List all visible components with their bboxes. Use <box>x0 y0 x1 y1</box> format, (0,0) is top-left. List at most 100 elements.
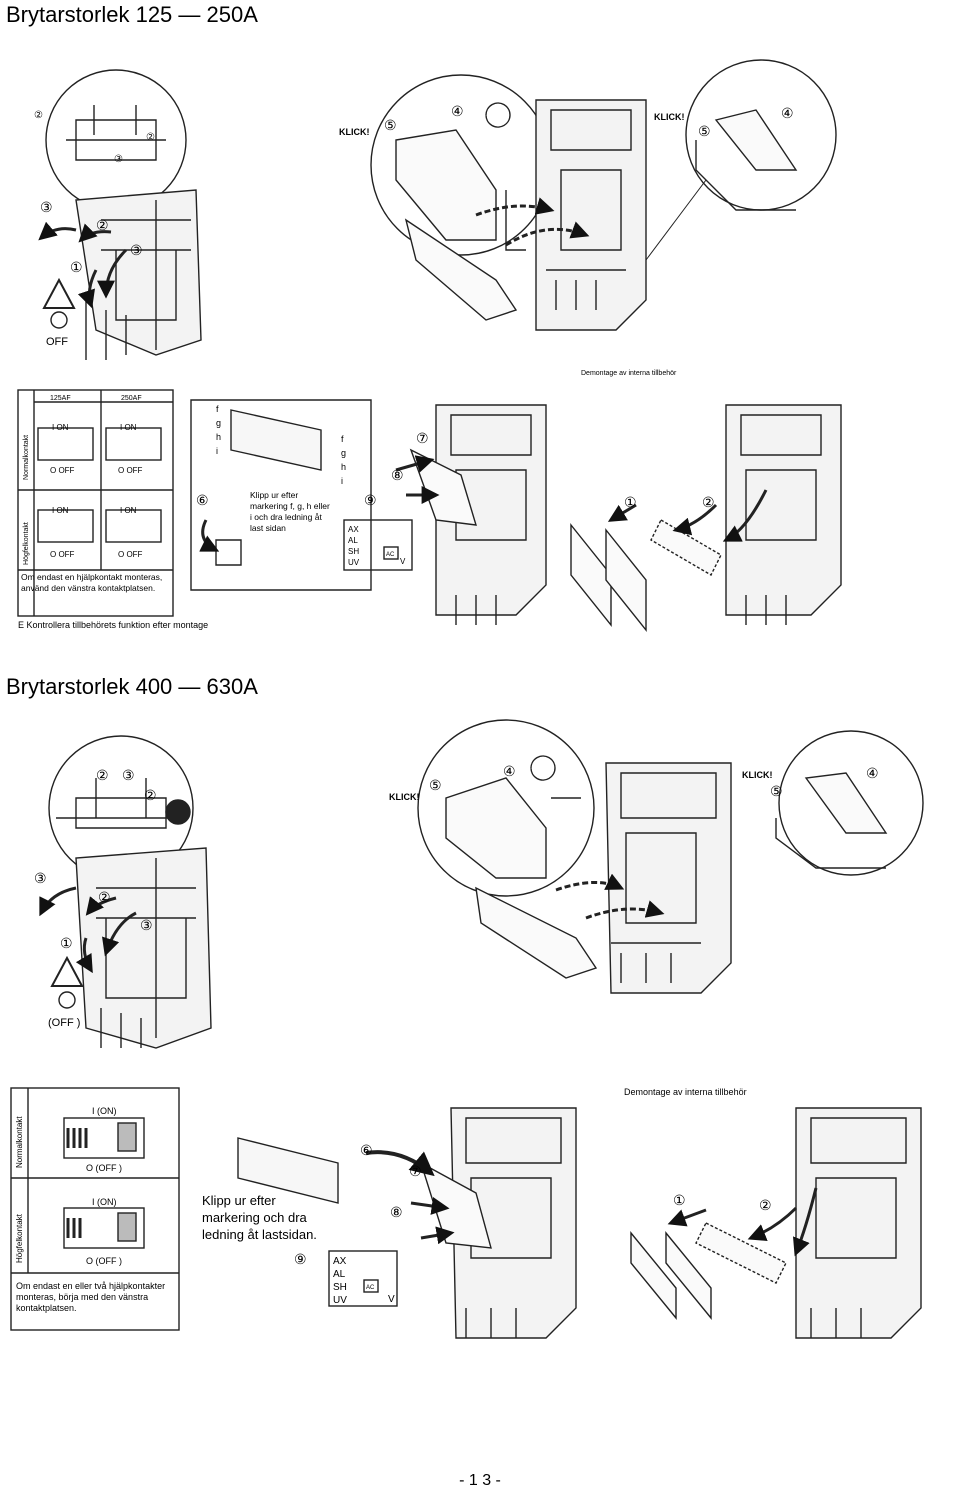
cut-letter: i <box>216 446 218 456</box>
page-number: - 1 3 - <box>459 1472 501 1489</box>
on-label: I ON <box>52 423 69 432</box>
cut-letter: g <box>216 418 221 428</box>
breaker-removal-illustration <box>570 404 842 632</box>
off-label: O OFF <box>118 466 143 475</box>
col-250af: 250AF <box>121 395 142 402</box>
sh-label: SH <box>333 1282 347 1293</box>
step-9: ⑨ <box>364 492 377 508</box>
ax-label: AX <box>348 525 359 534</box>
cut-letter: f <box>216 404 219 414</box>
step-3: ③ <box>34 870 47 886</box>
row-normalkontakt: Normalkontakt <box>15 1116 24 1168</box>
on-label: I ON <box>120 423 137 432</box>
step-6: ⑥ <box>360 1142 373 1158</box>
magnifier-mid <box>370 74 552 256</box>
row-hogfelkontakt: Högfelkontakt <box>15 1213 24 1263</box>
cut-letter: i <box>341 476 343 486</box>
step-5: ⑤ <box>698 123 711 139</box>
off-label: O OFF <box>50 466 75 475</box>
step-1: ① <box>624 494 637 510</box>
cut-instruction: Klipp ur efter markering och dra ledning… <box>202 1193 317 1242</box>
breaker-left-illustration <box>39 735 212 1049</box>
contact-table-400-630 <box>10 1087 180 1331</box>
table-note: Om endast en hjälpkontakt monteras, anvä… <box>21 572 162 593</box>
cut-letter: h <box>216 432 221 442</box>
off-label: O (OFF ) <box>86 1163 122 1173</box>
magnifier-mid <box>417 719 595 897</box>
off-label: O OFF <box>118 550 143 559</box>
step-2: ② <box>146 132 155 143</box>
section-title-400-630: Brytarstorlek 400 — 630A <box>6 674 258 699</box>
step-4: ④ <box>866 765 879 781</box>
step-3: ③ <box>114 154 123 165</box>
on-label: I ON <box>120 506 137 515</box>
uv-label: UV <box>348 558 360 567</box>
step-1: ① <box>60 935 73 951</box>
step-8: ⑧ <box>390 1204 403 1220</box>
on-label: I (ON) <box>92 1106 117 1116</box>
cut-callout <box>237 1137 339 1204</box>
row-hogfelkontakt: Högfelkontakt <box>23 522 30 565</box>
step-5: ⑤ <box>770 783 783 799</box>
step-9: ⑨ <box>294 1251 307 1267</box>
step-1: ① <box>673 1192 686 1208</box>
step-2: ② <box>702 494 715 510</box>
step-2: ② <box>96 217 109 233</box>
col-125af: 125AF <box>50 395 71 402</box>
off-label: O OFF <box>50 550 75 559</box>
footnote: E Kontrollera tillbehörets funktion efte… <box>18 620 208 630</box>
step-4: ④ <box>503 763 516 779</box>
step-2: ② <box>759 1197 772 1213</box>
off-label: O (OFF ) <box>86 1256 122 1266</box>
step-4: ④ <box>781 105 794 121</box>
cut-instruction: Klipp ur efter markering f, g, h eller i… <box>250 490 330 533</box>
breaker-center-illustration <box>404 99 647 331</box>
ac-label: AC <box>366 1285 375 1291</box>
step-3: ③ <box>130 242 143 258</box>
al-label: AL <box>348 536 358 545</box>
breaker-center-illustration <box>475 762 732 994</box>
v-label: V <box>400 557 406 566</box>
step-4: ④ <box>451 103 464 119</box>
on-label: I ON <box>52 506 69 515</box>
v-label: V <box>388 1294 395 1305</box>
step-3: ③ <box>40 199 53 215</box>
ax-label: AX <box>333 1256 347 1267</box>
step-6: ⑥ <box>196 492 209 508</box>
table-note: Om endast en eller två hjälpkontakter mo… <box>16 1281 165 1313</box>
step-7: ⑦ <box>416 430 429 446</box>
step-2: ② <box>34 110 43 121</box>
step-7: ⑦ <box>409 1163 422 1179</box>
step-1: ① <box>70 259 83 275</box>
step-8: ⑧ <box>391 467 404 483</box>
step-3: ③ <box>122 767 135 783</box>
breaker-left-illustration <box>38 69 202 360</box>
klick-label: KLICK! <box>654 112 685 122</box>
warning-icon <box>50 955 84 1009</box>
cut-callout <box>190 399 372 591</box>
section-title-125-250: Brytarstorlek 125 — 250A <box>6 2 258 27</box>
cut-letter: f <box>341 434 344 444</box>
diagram-125-250: ② ② ③ ③ ② ③ ① OFF KLICK! ⑤ ④ KLICK! ⑤ ④ … <box>6 50 854 666</box>
breaker-removal-illustration <box>630 1107 922 1339</box>
off-label: (OFF ) <box>48 1017 80 1029</box>
magnifier-right <box>775 730 924 876</box>
step-2: ② <box>98 889 111 905</box>
warning-icon <box>42 277 76 329</box>
ac-label: AC <box>386 552 395 558</box>
breaker-assembly-illustration <box>343 404 547 625</box>
step-5: ⑤ <box>429 777 442 793</box>
uv-label: UV <box>333 1295 347 1306</box>
klick-label: KLICK! <box>339 127 370 137</box>
step-5: ⑤ <box>384 117 397 133</box>
sh-label: SH <box>348 547 359 556</box>
diagram-400-630: ② ③ ② ③ ② ③ ① (OFF ) KLICK! ⑤ ④ KLICK! ⑤… <box>6 708 956 1398</box>
klick-label: KLICK! <box>742 770 773 780</box>
row-normalkontakt: Normalkontakt <box>23 435 30 480</box>
demontage-label: Demontage av interna tillbehör <box>581 370 677 377</box>
on-label: I (ON) <box>92 1197 117 1207</box>
step-2: ② <box>96 767 109 783</box>
contact-table-125-250 <box>17 389 174 617</box>
off-label: OFF <box>46 336 68 348</box>
cut-letter: h <box>341 462 346 472</box>
